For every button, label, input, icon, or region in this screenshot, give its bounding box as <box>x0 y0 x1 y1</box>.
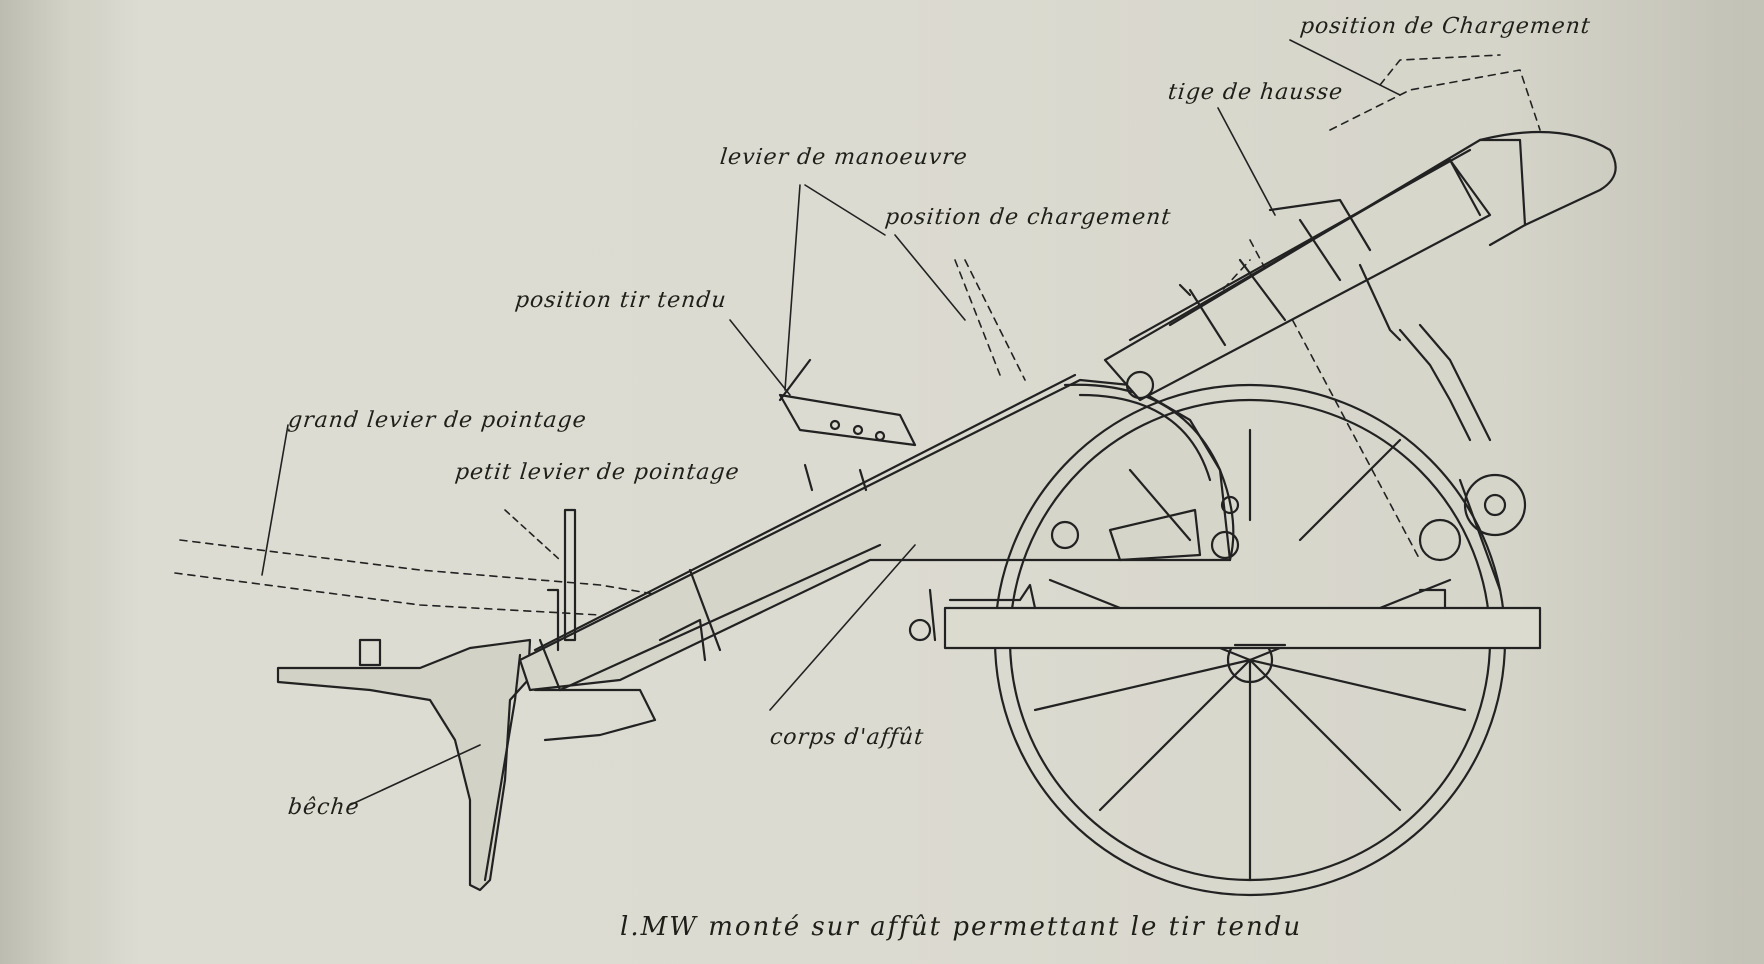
label-position-chargement-top: position de Chargement <box>1298 14 1592 39</box>
leader-tige-de-hausse <box>1217 107 1276 216</box>
lever-bracket <box>778 358 917 492</box>
leader-position-chargement <box>894 234 966 321</box>
leader-position-chargement-top <box>1289 39 1401 96</box>
trail-body <box>518 373 1232 692</box>
recoil-spring <box>1398 323 1492 442</box>
photo-vignette-left <box>0 0 118 964</box>
leader-tir-tendu <box>729 319 791 396</box>
photo-vignette-right <box>1704 0 1764 964</box>
axle-mount <box>1050 473 1527 592</box>
barrel <box>1103 130 1617 402</box>
beche-spade <box>276 638 657 892</box>
grand-levier-dashed-upper <box>179 539 661 596</box>
petit-levier-part <box>546 508 577 652</box>
leader-petit-levier <box>504 509 561 561</box>
label-grand-levier-de-pointage: grand levier de pointage <box>286 408 589 433</box>
leader-levier-manoeuvre-a <box>784 184 801 391</box>
label-levier-de-manoeuvre: levier de manoeuvre <box>718 145 970 170</box>
trail-clamp <box>658 618 707 662</box>
label-leaders <box>261 39 1401 806</box>
axle-beam <box>908 583 1542 650</box>
loading-lever-dashed <box>954 259 1001 376</box>
leader-corps-affut <box>769 544 916 711</box>
label-corps-d-affut: corps d'affût <box>768 725 926 750</box>
label-position-de-chargement: position de chargement <box>883 205 1173 230</box>
leader-beche <box>349 744 481 806</box>
label-position-tir-tendu: position tir tendu <box>513 288 728 313</box>
label-beche: bêche <box>286 795 361 820</box>
label-tige-de-hausse: tige de hausse <box>1166 80 1345 105</box>
leader-grand-levier <box>261 424 289 576</box>
label-petit-levier-de-pointage: petit levier de pointage <box>453 460 741 485</box>
leader-levier-manoeuvre-b <box>804 184 886 236</box>
grand-levier-dashed-lower <box>174 572 601 616</box>
diagram-caption: l.MW monté sur affût permettant le tir t… <box>620 912 1303 942</box>
